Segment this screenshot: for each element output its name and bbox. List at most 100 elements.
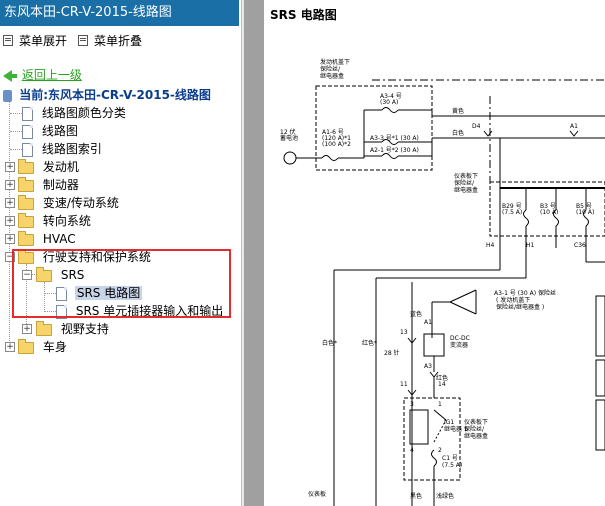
svg-text:蓝色: 蓝色	[410, 310, 422, 318]
svg-text:A3-1 号 (30 A) 保险丝: A3-1 号 (30 A) 保险丝	[494, 289, 556, 297]
tree-item-srs-circuit[interactable]: SRS 电路图	[56, 284, 143, 302]
svg-text:4: 4	[410, 447, 414, 454]
svg-text:12 伏: 12 伏	[280, 128, 296, 136]
document-icon	[56, 304, 67, 319]
tree-folder-label: SRS	[60, 268, 85, 282]
document-icon	[56, 286, 67, 301]
collapse-toggle[interactable]: −	[22, 270, 32, 280]
app-title-bar: 东风本田-CR-V-2015-线路图	[0, 0, 239, 26]
svg-text:仪表板下: 仪表板下	[464, 418, 488, 426]
tree-folder-transmission[interactable]: 变速/传动系统	[18, 194, 119, 212]
svg-text:继电器 1: 继电器 1	[444, 425, 468, 433]
document-icon	[22, 106, 33, 121]
svg-text:( 发动机盖下: ( 发动机盖下	[496, 296, 530, 304]
current-location: 当前:东风本田-CR-V-2015-线路图	[3, 86, 211, 104]
expand-toggle[interactable]: +	[5, 198, 15, 208]
svg-text:白色*: 白色*	[322, 339, 337, 347]
svg-text:11: 11	[400, 381, 408, 388]
svg-text:(7.5 A): (7.5 A)	[502, 209, 522, 216]
svg-text:3: 3	[410, 401, 414, 408]
svg-text:14: 14	[438, 381, 446, 388]
collapse-toggle[interactable]: −	[5, 252, 15, 262]
tree-folder-label: 行驶支持和保护系统	[42, 250, 151, 264]
tree-folder-label: 视野支持	[60, 322, 109, 336]
page-title: SRS 电路图	[270, 8, 337, 22]
folder-icon	[36, 320, 52, 336]
svg-text:继电器盒: 继电器盒	[464, 432, 488, 440]
svg-text:1: 1	[438, 401, 442, 408]
tree-folder-label: 制动器	[42, 178, 79, 192]
folder-icon	[18, 212, 34, 228]
tree-item-wiring-diagram[interactable]: 线路图	[22, 122, 78, 140]
tree-folder-driving-support[interactable]: 行驶支持和保护系统	[18, 248, 151, 266]
viewer-gutter	[244, 0, 264, 506]
svg-text:B5 号: B5 号	[576, 203, 592, 210]
menu-expand-button[interactable]: 菜单展开	[3, 32, 67, 49]
svg-text:DC-DC: DC-DC	[450, 335, 470, 342]
expand-toggle[interactable]: +	[5, 180, 15, 190]
svg-text:B3 号: B3 号	[540, 203, 556, 210]
svg-text:仪表板: 仪表板	[308, 490, 326, 498]
menu-collapse-button[interactable]: 菜单折叠	[78, 32, 142, 49]
svg-text:A1: A1	[424, 319, 432, 326]
tree-folder-body[interactable]: 车身	[18, 338, 67, 356]
folder-icon	[18, 338, 34, 354]
svg-text:C36: C36	[574, 242, 586, 249]
svg-text:(10 A): (10 A)	[540, 209, 558, 216]
svg-text:A3-3 号*1 (30 A): A3-3 号*1 (30 A)	[370, 135, 419, 142]
tree-folder-brakes[interactable]: 制动器	[18, 176, 79, 194]
svg-text:IG1: IG1	[444, 419, 454, 426]
folder-icon	[18, 176, 34, 192]
folder-open-icon	[36, 266, 52, 282]
engine-box-label: 发动机盖下	[320, 58, 350, 66]
expand-icon	[3, 35, 13, 46]
expand-toggle[interactable]: +	[22, 324, 32, 334]
engine-fuse-box-outline	[315, 85, 433, 171]
svg-text:保险丝/: 保险丝/	[320, 65, 341, 73]
svg-text:2: 2	[438, 447, 442, 454]
document-viewer: SRS 电路图	[244, 0, 605, 506]
tree-item-srs-connector-io[interactable]: SRS 单元插接器输入和输出	[56, 302, 223, 320]
tree-folder-label: 车身	[42, 340, 67, 354]
collapse-icon	[78, 35, 88, 46]
folder-icon	[18, 158, 34, 174]
menu-collapse-label: 菜单折叠	[94, 34, 143, 48]
panel-splitter[interactable]	[241, 0, 244, 506]
tree-folder-engine[interactable]: 发动机	[18, 158, 79, 176]
expand-toggle[interactable]: +	[5, 162, 15, 172]
document-icon	[22, 124, 33, 139]
svg-text:黄色: 黄色	[452, 107, 464, 115]
tree-folder-label: 发动机	[42, 160, 79, 174]
svg-text:28 针: 28 针	[384, 349, 400, 357]
tree-item-label: SRS 单元插接器输入和输出	[75, 304, 224, 318]
svg-text:保险丝/: 保险丝/	[454, 179, 475, 187]
svg-text:(10 A): (10 A)	[576, 209, 594, 216]
back-link[interactable]: 返回上一级	[3, 66, 82, 84]
tree-folder-label: 变速/传动系统	[42, 196, 119, 210]
tree-folder-visibility[interactable]: 视野支持	[36, 320, 109, 338]
svg-text:C1 号: C1 号	[442, 455, 458, 462]
svg-text:白色: 白色	[452, 129, 464, 137]
svg-text:红色*: 红色*	[362, 339, 377, 347]
svg-text:继电器盒: 继电器盒	[454, 186, 478, 194]
expand-toggle[interactable]: +	[5, 342, 15, 352]
tree-folder-label: 转向系统	[42, 214, 91, 228]
tree-folder-hvac[interactable]: HVAC	[18, 230, 76, 248]
tree-item-diagram-index[interactable]: 线路图索引	[22, 140, 102, 158]
svg-text:A1-6 号: A1-6 号	[322, 129, 344, 136]
expand-toggle[interactable]: +	[5, 234, 15, 244]
svg-text:蓄电池: 蓄电池	[280, 134, 298, 142]
menu-expand-label: 菜单展开	[19, 34, 68, 48]
tree-folder-srs[interactable]: SRS	[36, 266, 84, 284]
expand-toggle[interactable]: +	[5, 216, 15, 226]
svg-text:(30 A): (30 A)	[380, 99, 398, 106]
menu-toolbar: 菜单展开 菜单折叠	[0, 30, 241, 50]
back-arrow-icon	[3, 69, 17, 82]
svg-text:仪表板下: 仪表板下	[454, 172, 478, 180]
svg-text:浅绿色: 浅绿色	[436, 492, 454, 500]
document-page[interactable]: SRS 电路图	[264, 0, 605, 506]
tree-folder-steering[interactable]: 转向系统	[18, 212, 91, 230]
tree-line	[44, 282, 45, 312]
tree-item-color-classification[interactable]: 线路图颜色分类	[22, 104, 126, 122]
location-icon	[3, 89, 12, 102]
